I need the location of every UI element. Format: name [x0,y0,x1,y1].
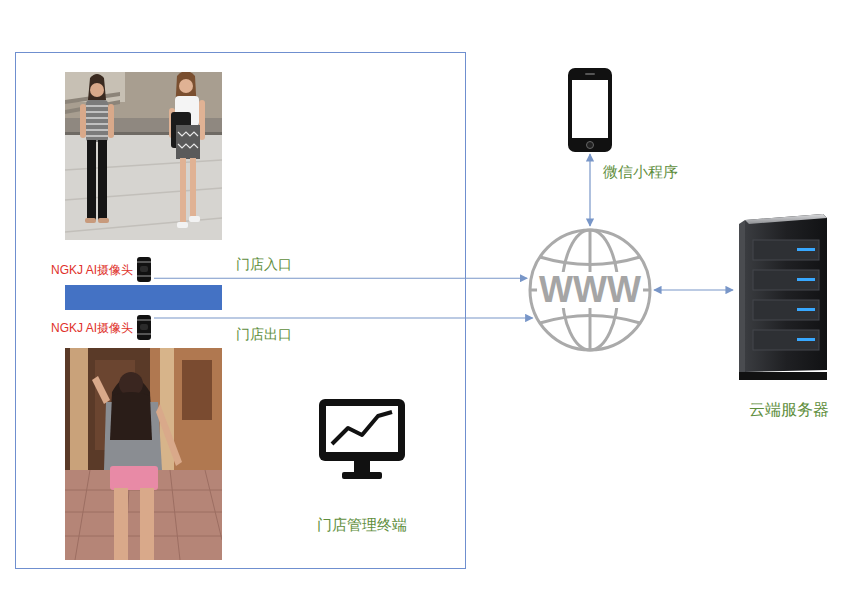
store-frame [16,53,466,569]
camera-node: NGKJ AI摄像头 [136,315,152,340]
arrow-connector [654,289,733,290]
monitor-icon [318,398,406,480]
server-icon [735,212,830,380]
entrance-bar [65,285,222,310]
store-terminal: 门店管理终端 [318,398,406,480]
terminal-label: 门店管理终端 [317,516,407,534]
mini-program-phone: 微信小程序 [568,68,612,152]
arrow-connector [589,154,590,226]
edge-label: 门店入口 [234,256,294,273]
arrow-connector [154,317,533,318]
camera-icon [136,257,152,282]
edge-label: 门店出口 [234,326,294,343]
globe-label: WWW [537,272,643,308]
internet-globe: WWW [527,227,653,353]
cloud-server: 云端服务器 [735,212,830,380]
phone-label: 微信小程序 [603,163,678,181]
entry-photo [65,72,222,240]
exit-photo [65,348,222,560]
camera-label: NGKJ AI摄像头 [51,320,133,334]
camera-node: NGKJ AI摄像头 [136,257,152,282]
arrow-connector [154,278,527,279]
camera-label: NGKJ AI摄像头 [51,262,133,276]
phone-icon [568,68,612,152]
camera-icon [136,315,152,340]
server-label: 云端服务器 [749,400,829,419]
